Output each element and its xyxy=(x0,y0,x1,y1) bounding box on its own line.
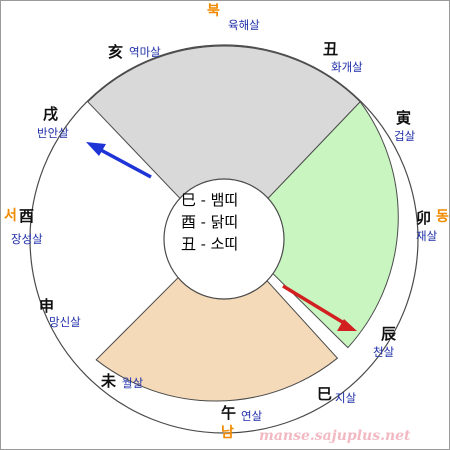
branch-sin: 申 xyxy=(39,297,55,315)
sal-label-ja: 육해살 xyxy=(228,18,260,32)
red-arrow-line xyxy=(282,284,345,325)
direction-north: 북 xyxy=(207,3,220,19)
center-zodiac-line-2: 酉 - 닭띠 xyxy=(181,213,239,231)
sal-label-sa: 지살 xyxy=(335,391,357,405)
direction-south: 남 xyxy=(221,425,234,441)
sal-label-sul: 반안살 xyxy=(37,126,69,140)
sal-label-yu: 장성살 xyxy=(11,232,43,246)
sal-label-mi: 월살 xyxy=(122,376,144,390)
branch-sa: 巳 xyxy=(317,385,333,403)
branch-jin: 辰 xyxy=(381,325,397,343)
branch-chuk: 丑 xyxy=(323,40,339,58)
branch-yu: 酉 xyxy=(19,207,35,225)
sal-label-chuk: 화개살 xyxy=(331,60,363,74)
center-zodiac-line-3: 丑 - 소띠 xyxy=(181,235,239,253)
red-arrow-head xyxy=(337,319,357,331)
branch-mi: 未 xyxy=(101,372,117,390)
blue-arrow-head xyxy=(86,142,106,156)
direction-east: 동 xyxy=(436,209,449,225)
branch-hae: 亥 xyxy=(108,43,124,61)
sal-label-sin: 망신살 xyxy=(49,315,81,329)
center-zodiac-line-1: 巳 - 뱀띠 xyxy=(181,191,239,209)
outer-ring xyxy=(29,44,419,434)
sal-label-in: 겁살 xyxy=(394,129,416,143)
branch-sul: 戌 xyxy=(43,105,59,123)
sal-label-jin: 천살 xyxy=(373,345,395,359)
sal-label-o: 연살 xyxy=(241,409,263,423)
branch-myo: 卯 xyxy=(416,209,432,227)
blue-arrow-line xyxy=(98,147,152,179)
branch-in: 寅 xyxy=(396,109,412,127)
sal-label-myo: 재살 xyxy=(416,229,438,243)
direction-west: 서 xyxy=(4,208,17,224)
branch-o: 午 xyxy=(221,404,237,422)
watermark-text: manse.sajuplus.net xyxy=(259,428,411,444)
center-disc xyxy=(163,178,285,300)
sal-label-hae: 역마살 xyxy=(129,45,161,59)
